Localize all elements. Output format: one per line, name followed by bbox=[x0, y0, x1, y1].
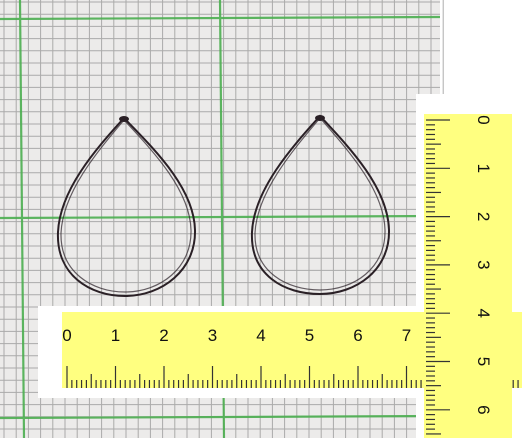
earring-left bbox=[56, 116, 197, 298]
ruler-label-h: 3 bbox=[208, 326, 217, 345]
ruler-label-v: 2 bbox=[474, 212, 493, 221]
ruler-label-h: 1 bbox=[111, 326, 120, 345]
ruler-label-v: 1 bbox=[474, 164, 493, 173]
ruler-label-h: 6 bbox=[353, 326, 362, 345]
ruler-label-v: 4 bbox=[474, 308, 493, 317]
major-grid-line-h bbox=[0, 414, 441, 420]
ruler-label-h: 5 bbox=[305, 326, 314, 345]
ruler-label-v: 6 bbox=[474, 405, 493, 414]
ruler-label-h: 4 bbox=[256, 326, 265, 345]
ruler-label-h: 0 bbox=[62, 326, 71, 345]
major-grid-line-h bbox=[0, 214, 441, 220]
ruler-label-h: 7 bbox=[402, 326, 411, 345]
ruler-label-v: 3 bbox=[474, 260, 493, 269]
ruler-label-h: 2 bbox=[159, 326, 168, 345]
vertical-ruler-body bbox=[424, 114, 512, 438]
earring-right bbox=[250, 114, 391, 296]
ruler-label-v: 5 bbox=[474, 357, 493, 366]
vertical-ruler: 0 1 2 3 4 5 6 bbox=[424, 114, 512, 438]
major-grid-line-h bbox=[0, 15, 441, 21]
ruler-label-v: 0 bbox=[474, 115, 493, 124]
